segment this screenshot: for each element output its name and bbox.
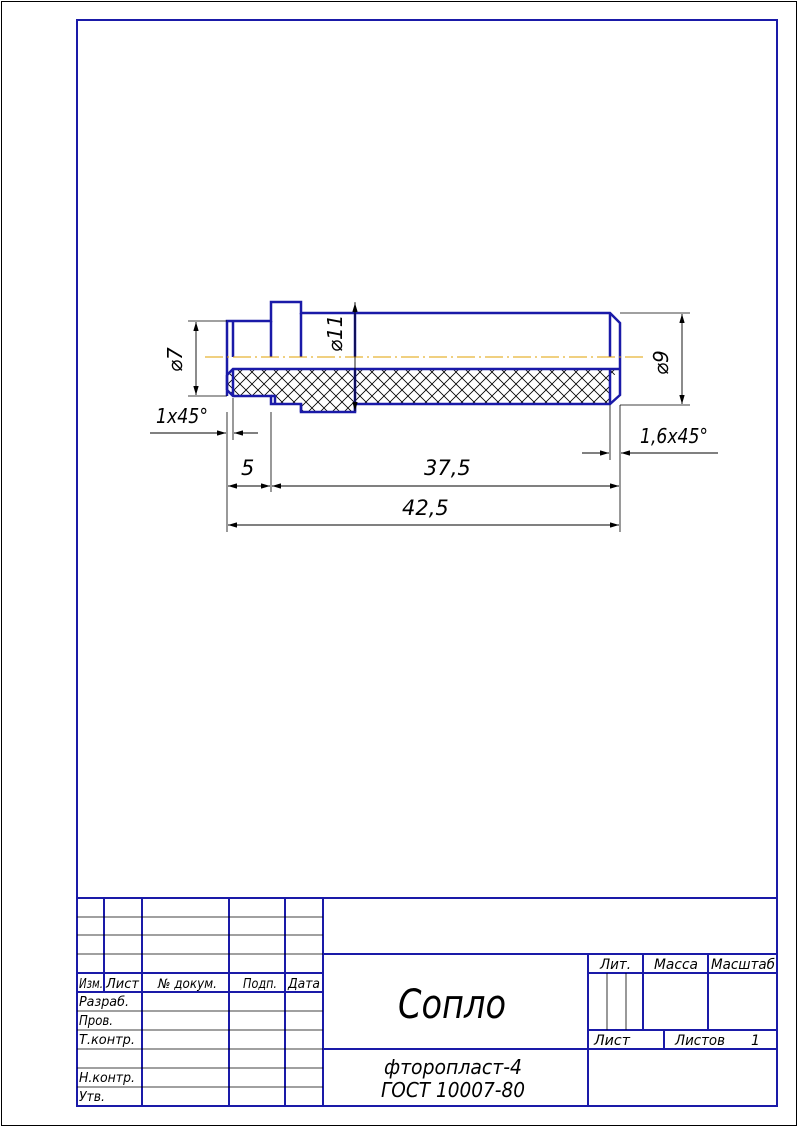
role-tech-control: Т.контр. [79, 1033, 135, 1048]
dim-chamfer-right: 1,6x45° [640, 424, 708, 448]
dim-length-37-5: 37,5 [424, 456, 471, 480]
sheets-count: 1 [751, 1033, 760, 1049]
dimension-lines [150, 303, 718, 528]
section-hatch-left [227, 369, 355, 412]
dim-d9: ⌀9 [649, 350, 673, 375]
material-line2: ГОСТ 10007-80 [381, 1078, 525, 1102]
extension-lines [188, 302, 690, 532]
title-block: Изм. Лист № докум. Подп. Дата Разраб. Пр… [77, 897, 777, 1106]
dim-length-5: 5 [241, 456, 254, 480]
dim-d11: ⌀11 [323, 315, 347, 353]
dim-chamfer-left: 1x45° [156, 404, 208, 428]
header-sign: Подп. [243, 977, 277, 992]
label-sheets: Листов [674, 1033, 725, 1049]
label-sheet: Лист [593, 1033, 631, 1049]
dim-d7: ⌀7 [163, 347, 187, 372]
role-approved: Утв. [79, 1090, 105, 1105]
dim-length-42-5: 42,5 [402, 496, 449, 520]
part-view: ⌀7 ⌀11 ⌀9 1x45° 1,6x45° 5 37,5 42,5 [150, 300, 718, 532]
header-date: Дата [287, 977, 320, 992]
header-doc-no: № докум. [157, 977, 217, 992]
label-mass: Масса [654, 957, 698, 973]
label-lit: Лит. [599, 957, 631, 973]
material-line1: фторопласт-4 [384, 1055, 522, 1079]
drawing-frame [76, 19, 778, 1107]
role-norm-control: Н.контр. [79, 1071, 135, 1086]
section-hatch-right [355, 369, 620, 404]
role-checker: Пров. [79, 1014, 113, 1029]
header-list: Лист [105, 977, 139, 992]
header-izm: Изм. [79, 977, 103, 992]
part-name: Сопло [398, 982, 506, 1028]
label-scale: Масштаб [711, 957, 775, 973]
role-developer: Разраб. [79, 995, 129, 1010]
